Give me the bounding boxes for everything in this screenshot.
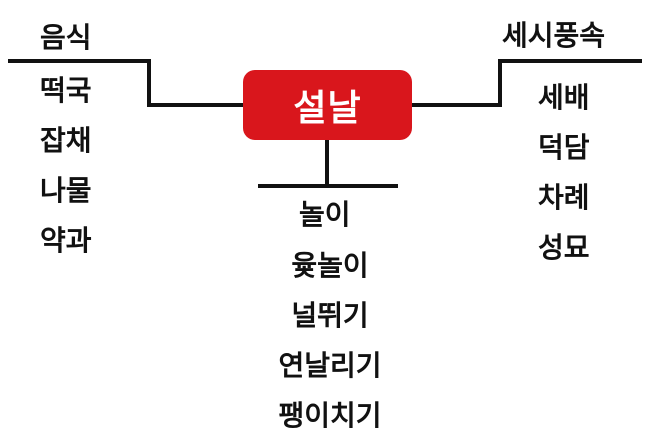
list-item: 윷놀이 bbox=[291, 249, 369, 282]
list-item: 떡국 bbox=[40, 74, 92, 107]
right-branch-title: 세시풍속 bbox=[502, 19, 606, 52]
right-heading-underline bbox=[498, 59, 642, 63]
center-node-label: 설날 bbox=[293, 88, 362, 129]
center-node: 설날 bbox=[243, 70, 412, 140]
left-heading-underline bbox=[8, 59, 151, 63]
list-item: 덕담 bbox=[538, 131, 590, 164]
right-branch-items: 세배 덕담 차례 성묘 bbox=[538, 73, 590, 273]
left-connector-horizontal bbox=[147, 103, 245, 107]
list-item: 팽이치기 bbox=[278, 399, 382, 432]
bottom-branch-title: 놀이 bbox=[299, 198, 351, 231]
left-connector-vertical bbox=[147, 59, 151, 107]
left-branch-items: 떡국 잡채 나물 약과 bbox=[40, 66, 92, 266]
right-connector-vertical bbox=[498, 59, 502, 107]
bottom-connector-vertical bbox=[325, 138, 329, 188]
list-item: 성묘 bbox=[538, 231, 590, 264]
right-connector-horizontal bbox=[410, 103, 502, 107]
list-item: 잡채 bbox=[40, 124, 92, 157]
list-item: 널뛰기 bbox=[291, 299, 369, 332]
list-item: 약과 bbox=[40, 224, 92, 257]
bottom-heading-bar bbox=[258, 184, 398, 188]
list-item: 세배 bbox=[538, 81, 590, 114]
list-item: 나물 bbox=[40, 174, 92, 207]
bottom-branch-items: 윷놀이 널뛰기 연날리기 팽이치기 bbox=[265, 241, 395, 441]
list-item: 차례 bbox=[538, 181, 590, 214]
list-item: 연날리기 bbox=[278, 349, 382, 382]
left-branch-title: 음식 bbox=[40, 21, 92, 54]
